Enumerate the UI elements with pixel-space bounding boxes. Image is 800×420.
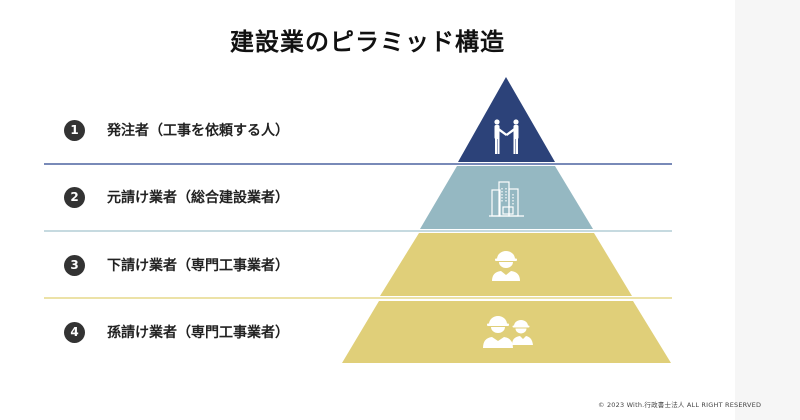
copyright-footer: © 2023 With.行政書士法人 ALL RIGHT RESERVED xyxy=(598,401,762,409)
tier-label-4: 4 孫請け業者（専門工事業者） xyxy=(64,320,289,344)
tier-label-1: 1 発注者（工事を依頼する人） xyxy=(64,118,289,142)
page-title: 建設業のピラミッド構造 xyxy=(230,28,505,56)
number-badge: 4 xyxy=(64,321,85,343)
tier-label-2: 2 元請け業者（総合建設業者） xyxy=(64,185,289,209)
tier-label-3: 3 下請け業者（専門工事業者） xyxy=(64,253,289,277)
pyramid-tier-1 xyxy=(458,77,555,162)
number-badge: 3 xyxy=(64,254,85,276)
side-strip xyxy=(735,0,800,420)
tier-label: 下請け業者（専門工事業者） xyxy=(107,258,289,274)
number-badge: 2 xyxy=(64,186,85,208)
tier-label: 元請け業者（総合建設業者） xyxy=(107,190,289,206)
tier-label: 発注者（工事を依頼する人） xyxy=(107,123,289,139)
construction-worker-icon xyxy=(492,251,520,281)
building-icon xyxy=(489,181,524,217)
pyramid-tier-4 xyxy=(342,301,671,363)
handshake-icon xyxy=(494,119,519,154)
tier-label: 孫請け業者（専門工事業者） xyxy=(107,325,289,341)
number-badge: 1 xyxy=(64,119,85,141)
construction-workers-icon xyxy=(483,316,533,348)
